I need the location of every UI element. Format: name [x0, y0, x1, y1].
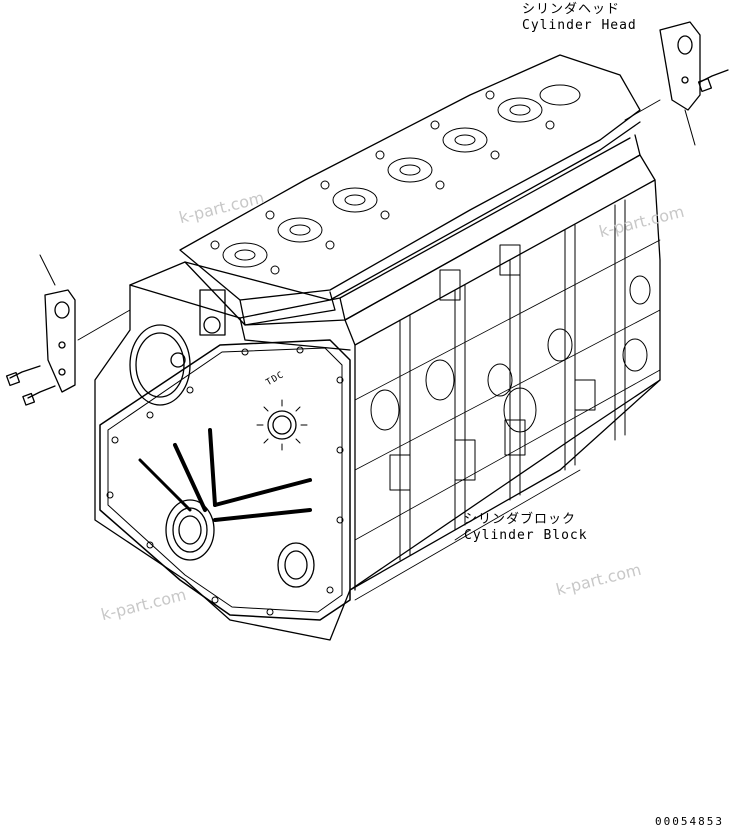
bracket-bolt-front-upper	[5, 365, 41, 387]
cylinder-head-label-jp: シリンダヘッド	[522, 2, 621, 17]
bracket-bolt-front-lower	[22, 385, 56, 406]
tdc-timing-mark	[256, 399, 308, 451]
bracket-bolt-rear	[697, 69, 729, 93]
gear-housing-cover	[99, 339, 351, 621]
rear-lifting-bracket	[624, 21, 701, 146]
front-lifting-bracket	[39, 254, 131, 393]
cylinder-head-label-en: Cylinder Head	[522, 18, 637, 33]
cylinder-block-label-en: Cylinder Block	[464, 528, 588, 543]
cylinder-block-label-jp: シリンダブロック	[464, 512, 577, 527]
drawing-number: 00054853	[655, 815, 724, 828]
cylinder-block	[94, 154, 661, 641]
